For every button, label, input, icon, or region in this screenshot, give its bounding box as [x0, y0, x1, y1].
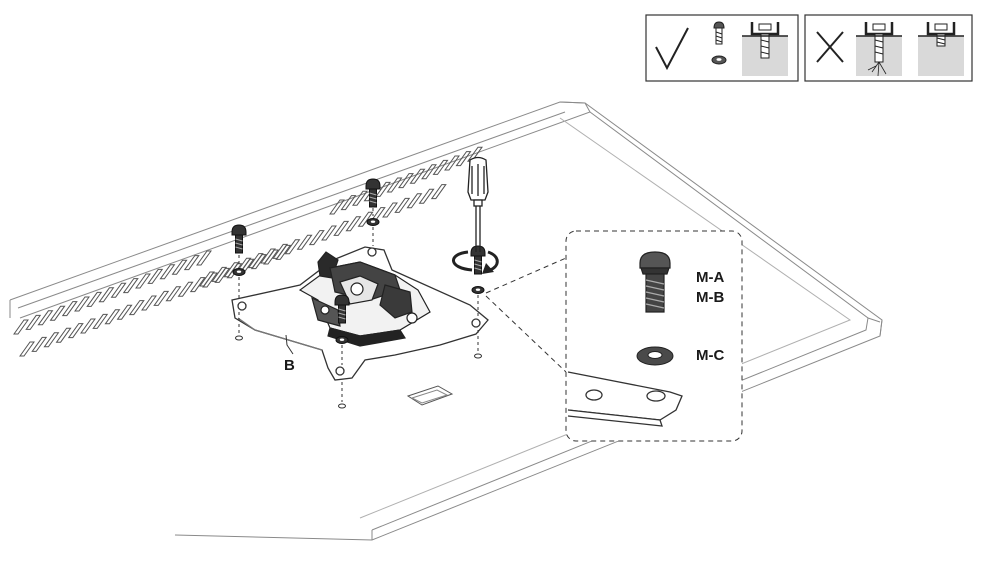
vent-slot: [98, 287, 115, 303]
rotate-arrow-icon: [452, 250, 499, 274]
vent-slot: [135, 273, 151, 289]
vent-slot: [352, 190, 368, 206]
vent-slot: [308, 230, 325, 246]
vent-slot: [13, 319, 29, 335]
wrong-legend-box: [804, 14, 973, 82]
vent-slot: [406, 193, 423, 209]
vent-slot: [296, 234, 313, 250]
vent-slot: [398, 173, 414, 189]
vent-slot: [19, 341, 35, 357]
vent-slot: [272, 243, 289, 259]
large-screw-icon: [639, 251, 671, 313]
vent-slot: [357, 211, 374, 227]
vent-slot: [418, 188, 435, 204]
vent-slot: [43, 332, 60, 348]
vent-slot: [61, 301, 78, 317]
screw-top-right: [365, 178, 381, 246]
screw-icon: [713, 21, 725, 45]
vent-slot: [432, 159, 449, 175]
vent-slot: [147, 268, 164, 284]
vent-slot: [165, 286, 182, 302]
vent-slot: [345, 216, 362, 232]
vent-slot: [92, 313, 109, 329]
detail-plate: [567, 371, 683, 427]
vent-slot: [382, 202, 398, 218]
correct-install-icon: [742, 22, 788, 76]
vent-slot: [49, 305, 66, 321]
vent-slot: [86, 291, 103, 307]
vent-slots: [13, 146, 483, 357]
vent-slot: [55, 327, 72, 343]
washer-label-m-c: M-C: [696, 347, 725, 364]
screw-top-left: [231, 224, 247, 341]
vent-slot: [183, 255, 200, 271]
vent-slot: [430, 184, 447, 200]
vent-slot: [122, 278, 139, 294]
plate-label-b: B: [284, 357, 295, 374]
vent-slot: [260, 248, 276, 264]
vent-slot: [394, 197, 411, 213]
vent-slot: [223, 262, 240, 278]
vent-slot: [211, 266, 228, 282]
vent-slot: [375, 181, 391, 197]
vent-slot: [67, 323, 84, 339]
port-cutout: [406, 385, 454, 406]
mount-bracket: [298, 251, 431, 347]
vent-slot: [409, 168, 426, 184]
vent-slot: [159, 264, 176, 280]
screw-right: [470, 245, 486, 359]
vent-slot: [321, 225, 337, 241]
wrong-install-too-short-icon: [918, 22, 964, 76]
vent-slot: [37, 310, 54, 326]
wrong-install-too-long-icon: [856, 22, 902, 77]
vent-slot: [199, 271, 215, 287]
vent-slot: [153, 290, 170, 306]
vent-slot: [340, 195, 357, 211]
vent-slot: [116, 304, 133, 320]
screw-label-m-b: M-B: [696, 289, 725, 306]
screw-label-m-a: M-A: [696, 269, 725, 286]
detail-connector: [485, 257, 567, 373]
vent-slot: [333, 220, 350, 236]
vent-slot: [141, 295, 157, 311]
cross-icon: [816, 31, 844, 63]
vent-slot: [74, 296, 90, 312]
vent-slot: [329, 199, 345, 215]
vent-slot: [171, 259, 188, 275]
correct-legend-box: [645, 14, 799, 82]
vent-slot: [189, 277, 206, 293]
vent-slot: [177, 281, 194, 297]
vent-slot: [386, 177, 403, 193]
vent-slot: [80, 318, 96, 334]
vent-slot: [421, 164, 437, 180]
screwdriver-icon: [467, 156, 489, 252]
vent-slot: [444, 155, 460, 171]
vent-slot: [455, 151, 472, 167]
vent-slot: [25, 314, 42, 330]
plate-leader-line: [285, 334, 294, 355]
washer-icon: [711, 55, 727, 65]
vent-slot: [31, 336, 48, 352]
vent-slot: [196, 250, 212, 266]
vent-slot: [284, 239, 301, 255]
checkmark-icon: [655, 27, 689, 71]
vent-slot: [110, 282, 127, 298]
vent-slot: [128, 300, 145, 316]
vent-slot: [247, 253, 264, 269]
vent-slot: [104, 309, 121, 325]
large-washer-icon: [636, 346, 674, 366]
